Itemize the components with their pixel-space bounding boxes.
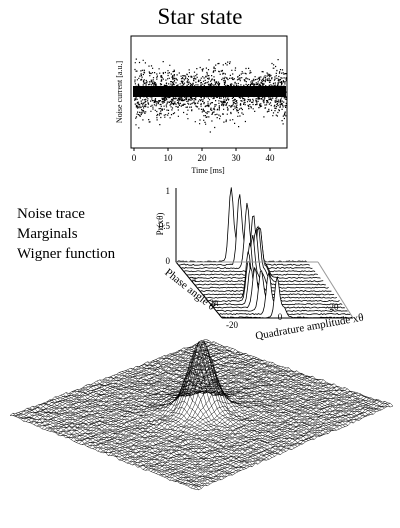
noise-x-axis: 0 10 20 30 40 Time [ms] (132, 148, 275, 175)
noise-xtick: 40 (266, 153, 276, 163)
marginals-phase-tick: 2π (209, 298, 219, 308)
figure-title: Star state (157, 4, 243, 29)
label-marginals: Marginals (17, 226, 78, 242)
label-wigner-function: Wigner function (17, 246, 116, 262)
noise-xtick: 30 (232, 153, 242, 163)
marginals-traces (175, 187, 354, 319)
noise-ylabel: Noise current [a.u.] (115, 61, 124, 124)
marginals-zlabel: Pr(xθ) (155, 213, 165, 236)
marginals-quad-tick: 0 (278, 312, 283, 322)
marginals-ztick: 0 (166, 256, 171, 266)
noise-xtick: 20 (198, 153, 208, 163)
marginals-phase-tick: π (192, 274, 197, 284)
noise-xtick: 10 (164, 153, 174, 163)
marginals-quad-tick: -20 (226, 320, 238, 330)
wigner-mesh (9, 339, 394, 491)
label-noise-trace: Noise trace (17, 206, 85, 222)
noise-xlabel: Time [ms] (191, 166, 225, 175)
marginals-ztick: 0.5 (159, 221, 171, 231)
noise-plot-frame (130, 35, 288, 149)
marginals-phase-axis (175, 261, 223, 319)
marginals-ztick: 1 (166, 186, 171, 196)
noise-xtick: 0 (132, 153, 137, 163)
noise-trace-points (133, 58, 288, 133)
marginals-quad-tick: 20 (330, 302, 340, 312)
marginals-back-edge (317, 261, 354, 319)
